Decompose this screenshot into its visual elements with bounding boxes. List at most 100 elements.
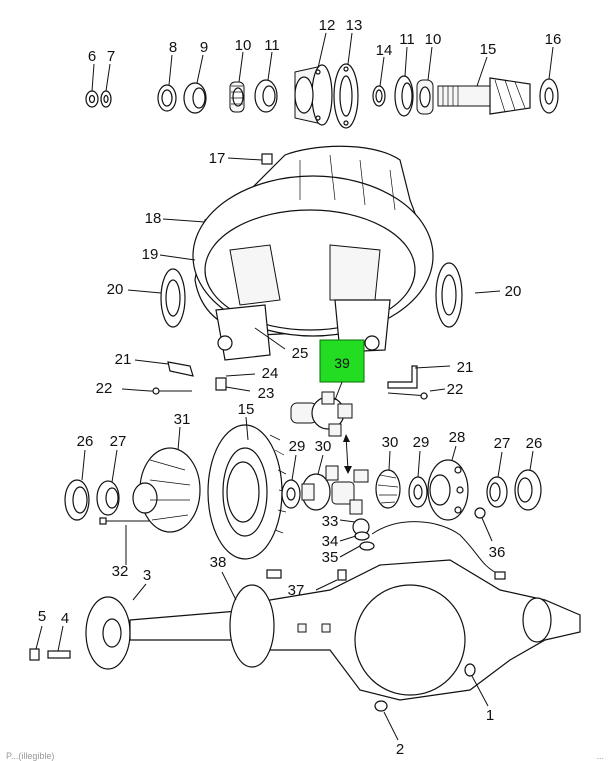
callout-20-left: 20 bbox=[107, 281, 124, 298]
callout-26-right: 26 bbox=[526, 435, 543, 452]
arrow-head-up bbox=[343, 434, 350, 442]
callout-12: 12 bbox=[319, 17, 336, 34]
part-1-plug[interactable] bbox=[464, 663, 476, 677]
callout-25: 25 bbox=[292, 345, 309, 362]
part-12-bearing-cage[interactable] bbox=[294, 64, 333, 126]
callout-8: 8 bbox=[169, 39, 177, 56]
callout-28: 28 bbox=[449, 429, 466, 446]
part-15b-ring-gear[interactable] bbox=[207, 424, 288, 560]
callout-18: 18 bbox=[145, 210, 162, 227]
differential-carrier-housing[interactable] bbox=[192, 145, 434, 337]
part-4-stud[interactable] bbox=[47, 650, 71, 659]
part-30-side-gear-left[interactable] bbox=[301, 473, 331, 511]
part-39-spider[interactable] bbox=[290, 391, 353, 437]
callout-21-right: 21 bbox=[457, 359, 474, 376]
part-8-bearing-cup[interactable] bbox=[157, 84, 177, 112]
callout-29-left: 29 bbox=[289, 438, 306, 455]
callout-38: 38 bbox=[210, 554, 227, 571]
callout-9: 9 bbox=[200, 39, 208, 56]
callout-32: 32 bbox=[112, 563, 129, 580]
part-29-thrust-washer-right[interactable] bbox=[408, 476, 428, 508]
part-5-nut[interactable] bbox=[29, 648, 40, 661]
part-30-side-gear-right[interactable] bbox=[375, 469, 401, 509]
callout-21-left: 21 bbox=[115, 351, 132, 368]
callout-30-right: 30 bbox=[382, 434, 399, 451]
callout-31: 31 bbox=[174, 411, 191, 428]
part-22-pin-right[interactable] bbox=[387, 392, 429, 400]
part-6-nut[interactable] bbox=[85, 90, 99, 108]
callout-22-left: 22 bbox=[96, 380, 113, 397]
footer-right: ... bbox=[596, 751, 604, 761]
part-20-adjuster-right[interactable] bbox=[435, 262, 463, 328]
part-spider-cross[interactable] bbox=[325, 465, 369, 515]
callout-36: 36 bbox=[489, 544, 506, 561]
callout-labels: 6 7 8 9 10 11 12 13 14 11 10 15 16 17 18… bbox=[38, 17, 562, 758]
callout-33: 33 bbox=[322, 513, 339, 530]
part-36-plug[interactable] bbox=[474, 507, 486, 519]
part-11-bearing-cup[interactable] bbox=[254, 79, 278, 113]
callout-13: 13 bbox=[346, 17, 363, 34]
part-38-axle-housing[interactable] bbox=[129, 559, 581, 701]
part-21-lock-right[interactable] bbox=[387, 365, 418, 389]
footer-left: P...(illegible) bbox=[6, 751, 54, 761]
callout-23: 23 bbox=[258, 385, 275, 402]
callout-14: 14 bbox=[376, 42, 393, 59]
callout-11b: 11 bbox=[399, 31, 415, 48]
part-31-diff-case-half[interactable] bbox=[132, 447, 201, 533]
part-14-spacer[interactable] bbox=[372, 85, 386, 107]
part-20-adjuster-left[interactable] bbox=[160, 268, 186, 328]
callout-6: 6 bbox=[88, 48, 96, 65]
callout-5: 5 bbox=[38, 608, 46, 625]
callout-35: 35 bbox=[322, 549, 339, 566]
part-23-bolt[interactable] bbox=[215, 377, 227, 391]
arrow-head-down bbox=[344, 466, 352, 474]
callout-7: 7 bbox=[107, 48, 115, 65]
callout-29-right: 29 bbox=[413, 434, 430, 451]
part-3-flange[interactable] bbox=[85, 596, 131, 670]
callout-37: 37 bbox=[288, 582, 305, 599]
callout-3: 3 bbox=[143, 567, 151, 584]
callout-15b: 15 bbox=[238, 401, 255, 418]
part-27-bearing-cone-right[interactable] bbox=[486, 476, 508, 508]
part-21-lock-left[interactable] bbox=[167, 361, 194, 377]
part-27-bearing-cone-left[interactable] bbox=[96, 480, 120, 516]
callout-16: 16 bbox=[545, 31, 562, 48]
part-17-plug[interactable] bbox=[261, 153, 273, 165]
part-13-shim-gasket[interactable] bbox=[333, 63, 359, 129]
callout-19: 19 bbox=[142, 246, 159, 263]
part-32-bolt[interactable] bbox=[99, 517, 150, 525]
highlight-39[interactable]: 39 bbox=[319, 339, 365, 401]
part-2-plug[interactable] bbox=[374, 700, 388, 712]
part-37-plug[interactable] bbox=[266, 569, 347, 581]
part-26-bearing-cup-left[interactable] bbox=[64, 479, 90, 521]
bearing-caps[interactable] bbox=[215, 299, 391, 361]
svg-text:39: 39 bbox=[334, 355, 350, 371]
callout-24: 24 bbox=[262, 365, 279, 382]
part-26-bearing-cup-right[interactable] bbox=[514, 469, 542, 511]
part-16-nut[interactable] bbox=[539, 78, 559, 114]
callout-4: 4 bbox=[61, 610, 69, 627]
callout-2: 2 bbox=[396, 741, 404, 758]
part-11b-bearing-cup[interactable] bbox=[394, 75, 414, 117]
callout-10b: 10 bbox=[425, 31, 442, 48]
callout-20-right: 20 bbox=[505, 283, 522, 300]
callout-26-left: 26 bbox=[77, 433, 94, 450]
part-10b-bearing[interactable] bbox=[416, 79, 434, 115]
callout-17: 17 bbox=[209, 150, 226, 167]
leader-lines bbox=[35, 32, 554, 741]
callout-30-left: 30 bbox=[315, 438, 332, 455]
callout-1: 1 bbox=[486, 707, 494, 724]
callout-11: 11 bbox=[264, 37, 280, 54]
callout-10: 10 bbox=[235, 37, 252, 54]
part-29-thrust-washer-left[interactable] bbox=[281, 479, 301, 509]
callout-34: 34 bbox=[322, 533, 339, 550]
callout-22-right: 22 bbox=[447, 381, 464, 398]
part-15-drive-pinion[interactable] bbox=[437, 77, 531, 115]
part-9-bearing-cone[interactable] bbox=[183, 82, 207, 114]
part-28-diff-case-plain[interactable] bbox=[427, 459, 469, 521]
part-7-washer[interactable] bbox=[100, 90, 112, 108]
part-10-bearing[interactable] bbox=[229, 81, 245, 113]
part-22-pin-left[interactable] bbox=[150, 387, 192, 395]
callout-15: 15 bbox=[480, 41, 497, 58]
